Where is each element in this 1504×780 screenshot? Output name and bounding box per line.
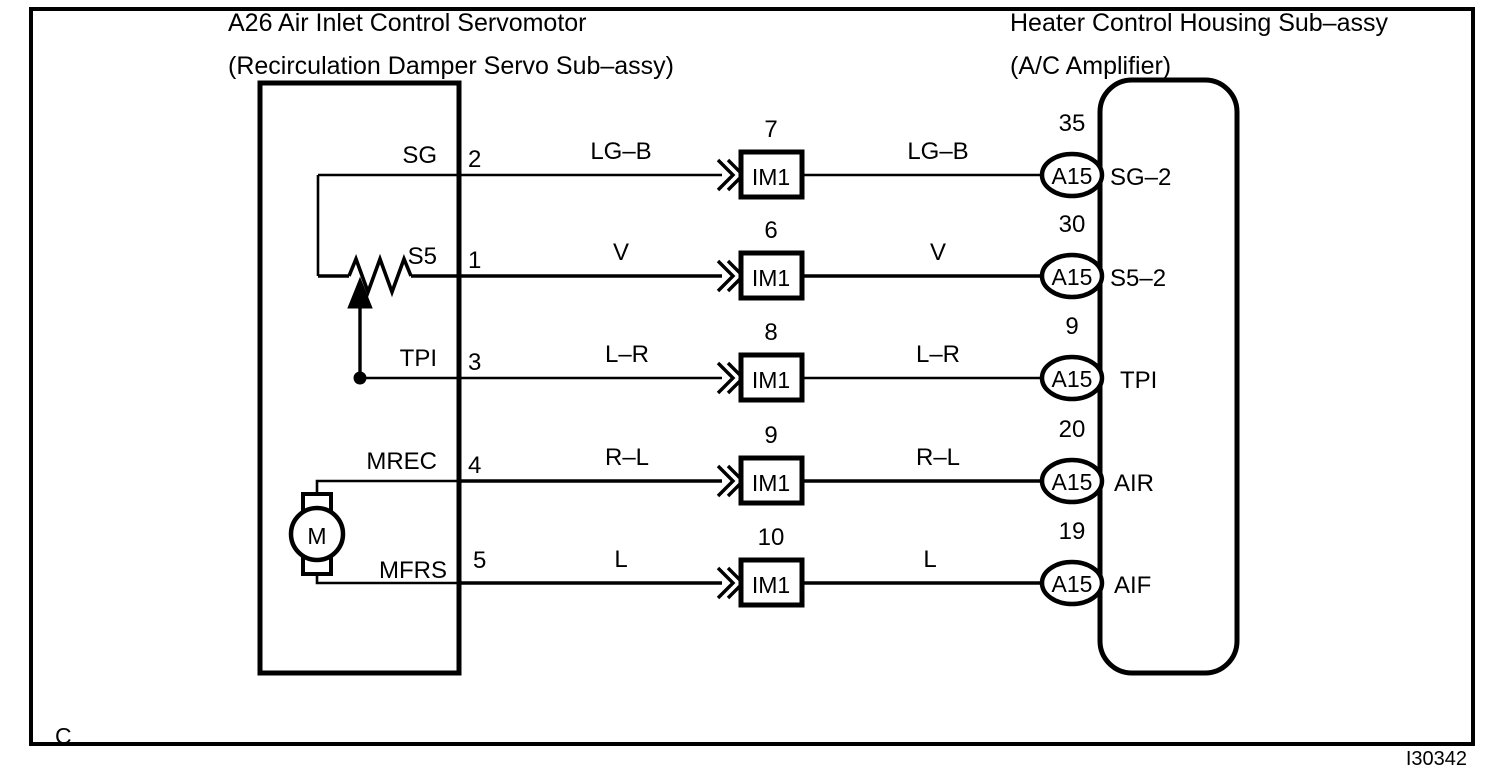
row-s5-left-pin: 1 (468, 247, 481, 274)
row-s5-junction-pin: 6 (764, 217, 777, 244)
row-mfrs-wire-color-right: L (923, 546, 936, 573)
row-sg-chevron-icon (716, 158, 736, 192)
left-unit-title-line2: (Recirculation Damper Servo Sub–assy) (228, 52, 674, 80)
row-sg-junction-box (738, 149, 805, 200)
row-mfrs-chevron-icon (716, 566, 736, 600)
row-mrec-chevron-icon (716, 464, 736, 498)
row-mrec-right-connector-oval (1039, 457, 1105, 505)
potentiometer-resistor-symbol (347, 253, 413, 298)
row-mrec-junction-pin: 9 (764, 422, 777, 449)
row-mrec-wire-color-left: R–L (605, 444, 649, 471)
right-unit-title-line2: (A/C Amplifier) (1010, 52, 1171, 80)
row-s5-chevron-icon (716, 259, 736, 293)
row-tpi-left-terminal: TPI (400, 345, 437, 372)
row-tpi-wire-color-right: L–R (916, 341, 960, 368)
row-mrec-left-pin: 4 (468, 452, 481, 479)
row-sg-left-pin: 2 (468, 146, 481, 173)
signal-row-mrec: IM1 9 A15 20 MREC 4 R–L R–L AIR (366, 416, 1154, 506)
signal-row-s5: IM1 6 A15 30 S5 1 V V S5–2 (316, 175, 1166, 301)
row-s5-junction-name: IM1 (752, 265, 790, 291)
row-sg-right-terminal: SG–2 (1110, 164, 1171, 191)
row-tpi-junction-pin: 8 (764, 319, 777, 346)
corner-label: C (55, 723, 72, 749)
row-mfrs-right-connector-name: A15 (1052, 571, 1093, 597)
row-s5-junction-box (738, 250, 805, 301)
row-sg-right-connector-oval (1039, 151, 1105, 199)
diagram-border (29, 7, 1475, 746)
row-mrec-junction-box (738, 455, 805, 506)
row-sg-wire-color-right: LG–B (907, 138, 968, 165)
row-mfrs-wire-color-left: L (614, 546, 627, 573)
motor-symbol: M (288, 479, 459, 585)
row-sg-right-pin: 35 (1059, 110, 1086, 137)
row-tpi-right-terminal: TPI (1120, 367, 1157, 394)
signal-row-sg: IM1 7 A15 35 SG 2 LG–B LG–B SG–2 (318, 110, 1171, 200)
row-tpi-right-connector-name: A15 (1052, 366, 1093, 392)
motor-label: M (307, 523, 326, 549)
row-mrec-right-terminal: AIR (1114, 470, 1154, 497)
signal-row-tpi: IM1 8 A15 9 TPI 3 L–R L–R TPI (360, 313, 1157, 403)
row-tpi-right-connector-oval (1039, 354, 1105, 402)
row-mfrs-right-terminal: AIF (1114, 572, 1151, 599)
row-sg-left-terminal: SG (402, 142, 437, 169)
row-tpi-wire-color-left: L–R (605, 341, 649, 368)
row-sg-junction-pin: 7 (764, 116, 777, 143)
row-sg-junction-name: IM1 (752, 164, 790, 190)
row-mrec-wire-color-right: R–L (916, 444, 960, 471)
row-s5-right-terminal: S5–2 (1110, 265, 1166, 292)
row-s5-right-connector-name: A15 (1052, 264, 1093, 290)
row-mrec-left-terminal: MREC (366, 448, 437, 475)
row-mfrs-junction-name: IM1 (752, 572, 790, 598)
row-mrec-right-connector-name: A15 (1052, 469, 1093, 495)
signal-row-mfrs: IM1 10 A15 19 MFRS 5 L L AIF (379, 518, 1151, 608)
row-s5-wire-color-right: V (930, 239, 946, 266)
row-mrec-right-pin: 20 (1059, 416, 1086, 443)
row-tpi-left-pin: 3 (468, 349, 481, 376)
motor-lead-bottom (315, 574, 459, 585)
right-unit-title-line1: Heater Control Housing Sub–assy (1010, 9, 1388, 37)
left-unit-title-line1: A26 Air Inlet Control Servomotor (228, 9, 587, 37)
row-s5-right-connector-oval (1039, 252, 1105, 300)
wiper-arrow-icon (347, 276, 373, 309)
row-mfrs-right-connector-oval (1039, 559, 1105, 607)
row-mfrs-junction-pin: 10 (758, 524, 785, 551)
row-tpi-chevron-icon (716, 361, 736, 395)
row-sg-right-connector-name: A15 (1052, 163, 1093, 189)
row-mfrs-right-pin: 19 (1059, 518, 1086, 545)
row-s5-left-terminal: S5 (408, 243, 437, 270)
row-s5-right-pin: 30 (1059, 211, 1086, 238)
motor-circle (288, 505, 346, 563)
row-mrec-junction-name: IM1 (752, 470, 790, 496)
row-mfrs-left-pin: 5 (473, 547, 486, 574)
row-mfrs-junction-box (738, 557, 805, 608)
motor-lead-top (315, 479, 459, 494)
row-mfrs-left-terminal: MFRS (379, 557, 447, 584)
reference-code: I30342 (1406, 748, 1467, 770)
row-tpi-right-pin: 9 (1065, 313, 1078, 340)
row-s5-wire-color-left: V (613, 239, 629, 266)
row-tpi-junction-name: IM1 (752, 367, 790, 393)
row-sg-wire-color-left: LG–B (590, 138, 651, 165)
